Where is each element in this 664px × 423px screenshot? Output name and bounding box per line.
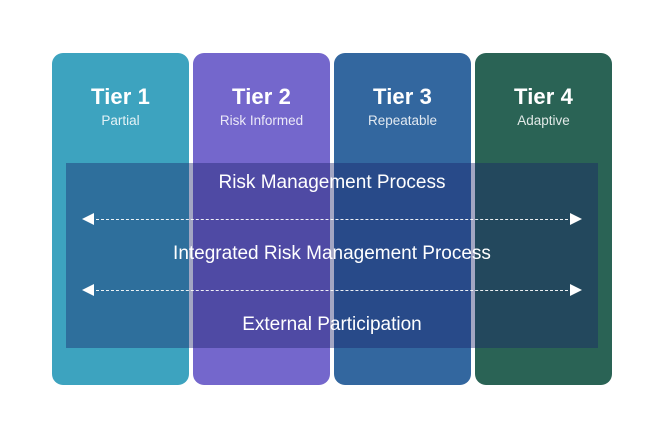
tier-3-subtitle: Repeatable [367, 113, 438, 129]
tier-column-3: Tier 3 Repeatable [334, 53, 471, 385]
tier-4-title: Tier 4 [514, 84, 573, 109]
tier-3-title: Tier 3 [373, 84, 432, 109]
tier-columns: Tier 1 Partial Tier 2 Risk Informed Tier… [52, 53, 612, 385]
tier-4-subtitle: Adaptive [517, 113, 570, 129]
tier-1-title: Tier 1 [91, 84, 150, 109]
tier-2-subtitle: Risk Informed [219, 113, 304, 129]
tier-column-1: Tier 1 Partial [52, 53, 189, 385]
tier-column-4: Tier 4 Adaptive [475, 53, 612, 385]
tier-2-title: Tier 2 [232, 84, 291, 109]
tier-column-2: Tier 2 Risk Informed [193, 53, 330, 385]
tier-1-subtitle: Partial [101, 113, 140, 129]
